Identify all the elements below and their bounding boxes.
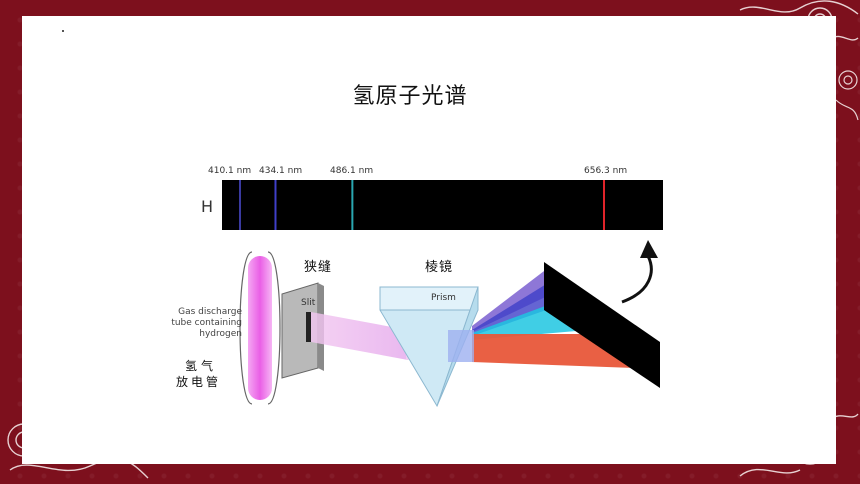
prism-label-en: Prism bbox=[431, 293, 456, 303]
light-beam bbox=[311, 312, 408, 360]
curved-arrow-icon bbox=[621, 255, 653, 304]
purple-beam bbox=[472, 268, 560, 332]
spectrum-band bbox=[222, 180, 663, 230]
line-label-434: 434.1 nm bbox=[259, 166, 303, 176]
line-label-486: 486.1 nm bbox=[330, 166, 374, 176]
tube-label-en-2: tube containing bbox=[171, 318, 242, 328]
prism-label-cn: 棱镜 bbox=[425, 260, 454, 275]
spectral-line-3 bbox=[603, 180, 605, 230]
slit-label-cn: 狭缝 bbox=[304, 260, 333, 275]
element-symbol: H bbox=[201, 197, 214, 216]
spectral-line-0 bbox=[239, 180, 241, 230]
page-title: 氢原子光谱 bbox=[352, 84, 468, 109]
slit bbox=[306, 312, 311, 342]
line-label-410: 410.1 nm bbox=[208, 166, 252, 176]
discharge-tube bbox=[248, 256, 272, 400]
tube-label-cn-1: 氢气 bbox=[185, 359, 218, 373]
projection-screen bbox=[544, 262, 660, 388]
tube-label-en: Gas discharge tube containing hydrogen bbox=[150, 307, 242, 340]
tiny-dot bbox=[62, 30, 64, 32]
line-label-656: 656.3 nm bbox=[584, 166, 628, 176]
tube-label-cn-2: 放电管 bbox=[176, 375, 222, 389]
discharge-tube-holder bbox=[239, 251, 281, 405]
corner-flower-ornament-right bbox=[835, 70, 859, 121]
slit-label-en: Slit bbox=[301, 298, 316, 308]
spectral-line-2 bbox=[351, 180, 354, 230]
tube-label-en-3: hydrogen bbox=[199, 329, 242, 339]
spectral-line-1 bbox=[274, 180, 277, 230]
tube-label-en-1: Gas discharge bbox=[178, 307, 242, 317]
